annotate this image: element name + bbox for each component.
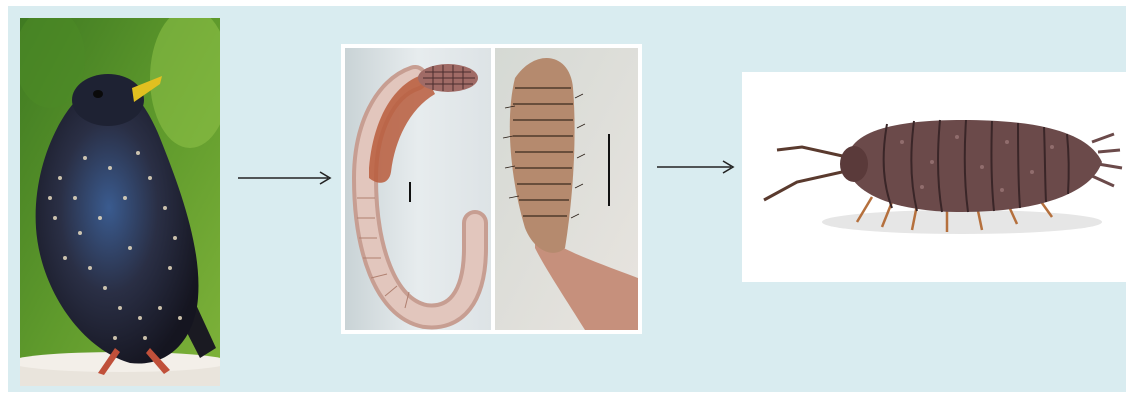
arrow-icon (655, 159, 739, 175)
scale-bar (608, 134, 610, 206)
proboscis-closeup-image (495, 48, 638, 330)
starling-photo (20, 18, 220, 386)
scale-bar (409, 182, 411, 202)
pill-bug-photo (742, 72, 1131, 282)
arrow-icon (236, 170, 336, 186)
worm-micrograph-frame (341, 44, 642, 334)
thorny-headed-worm-image (345, 48, 491, 330)
